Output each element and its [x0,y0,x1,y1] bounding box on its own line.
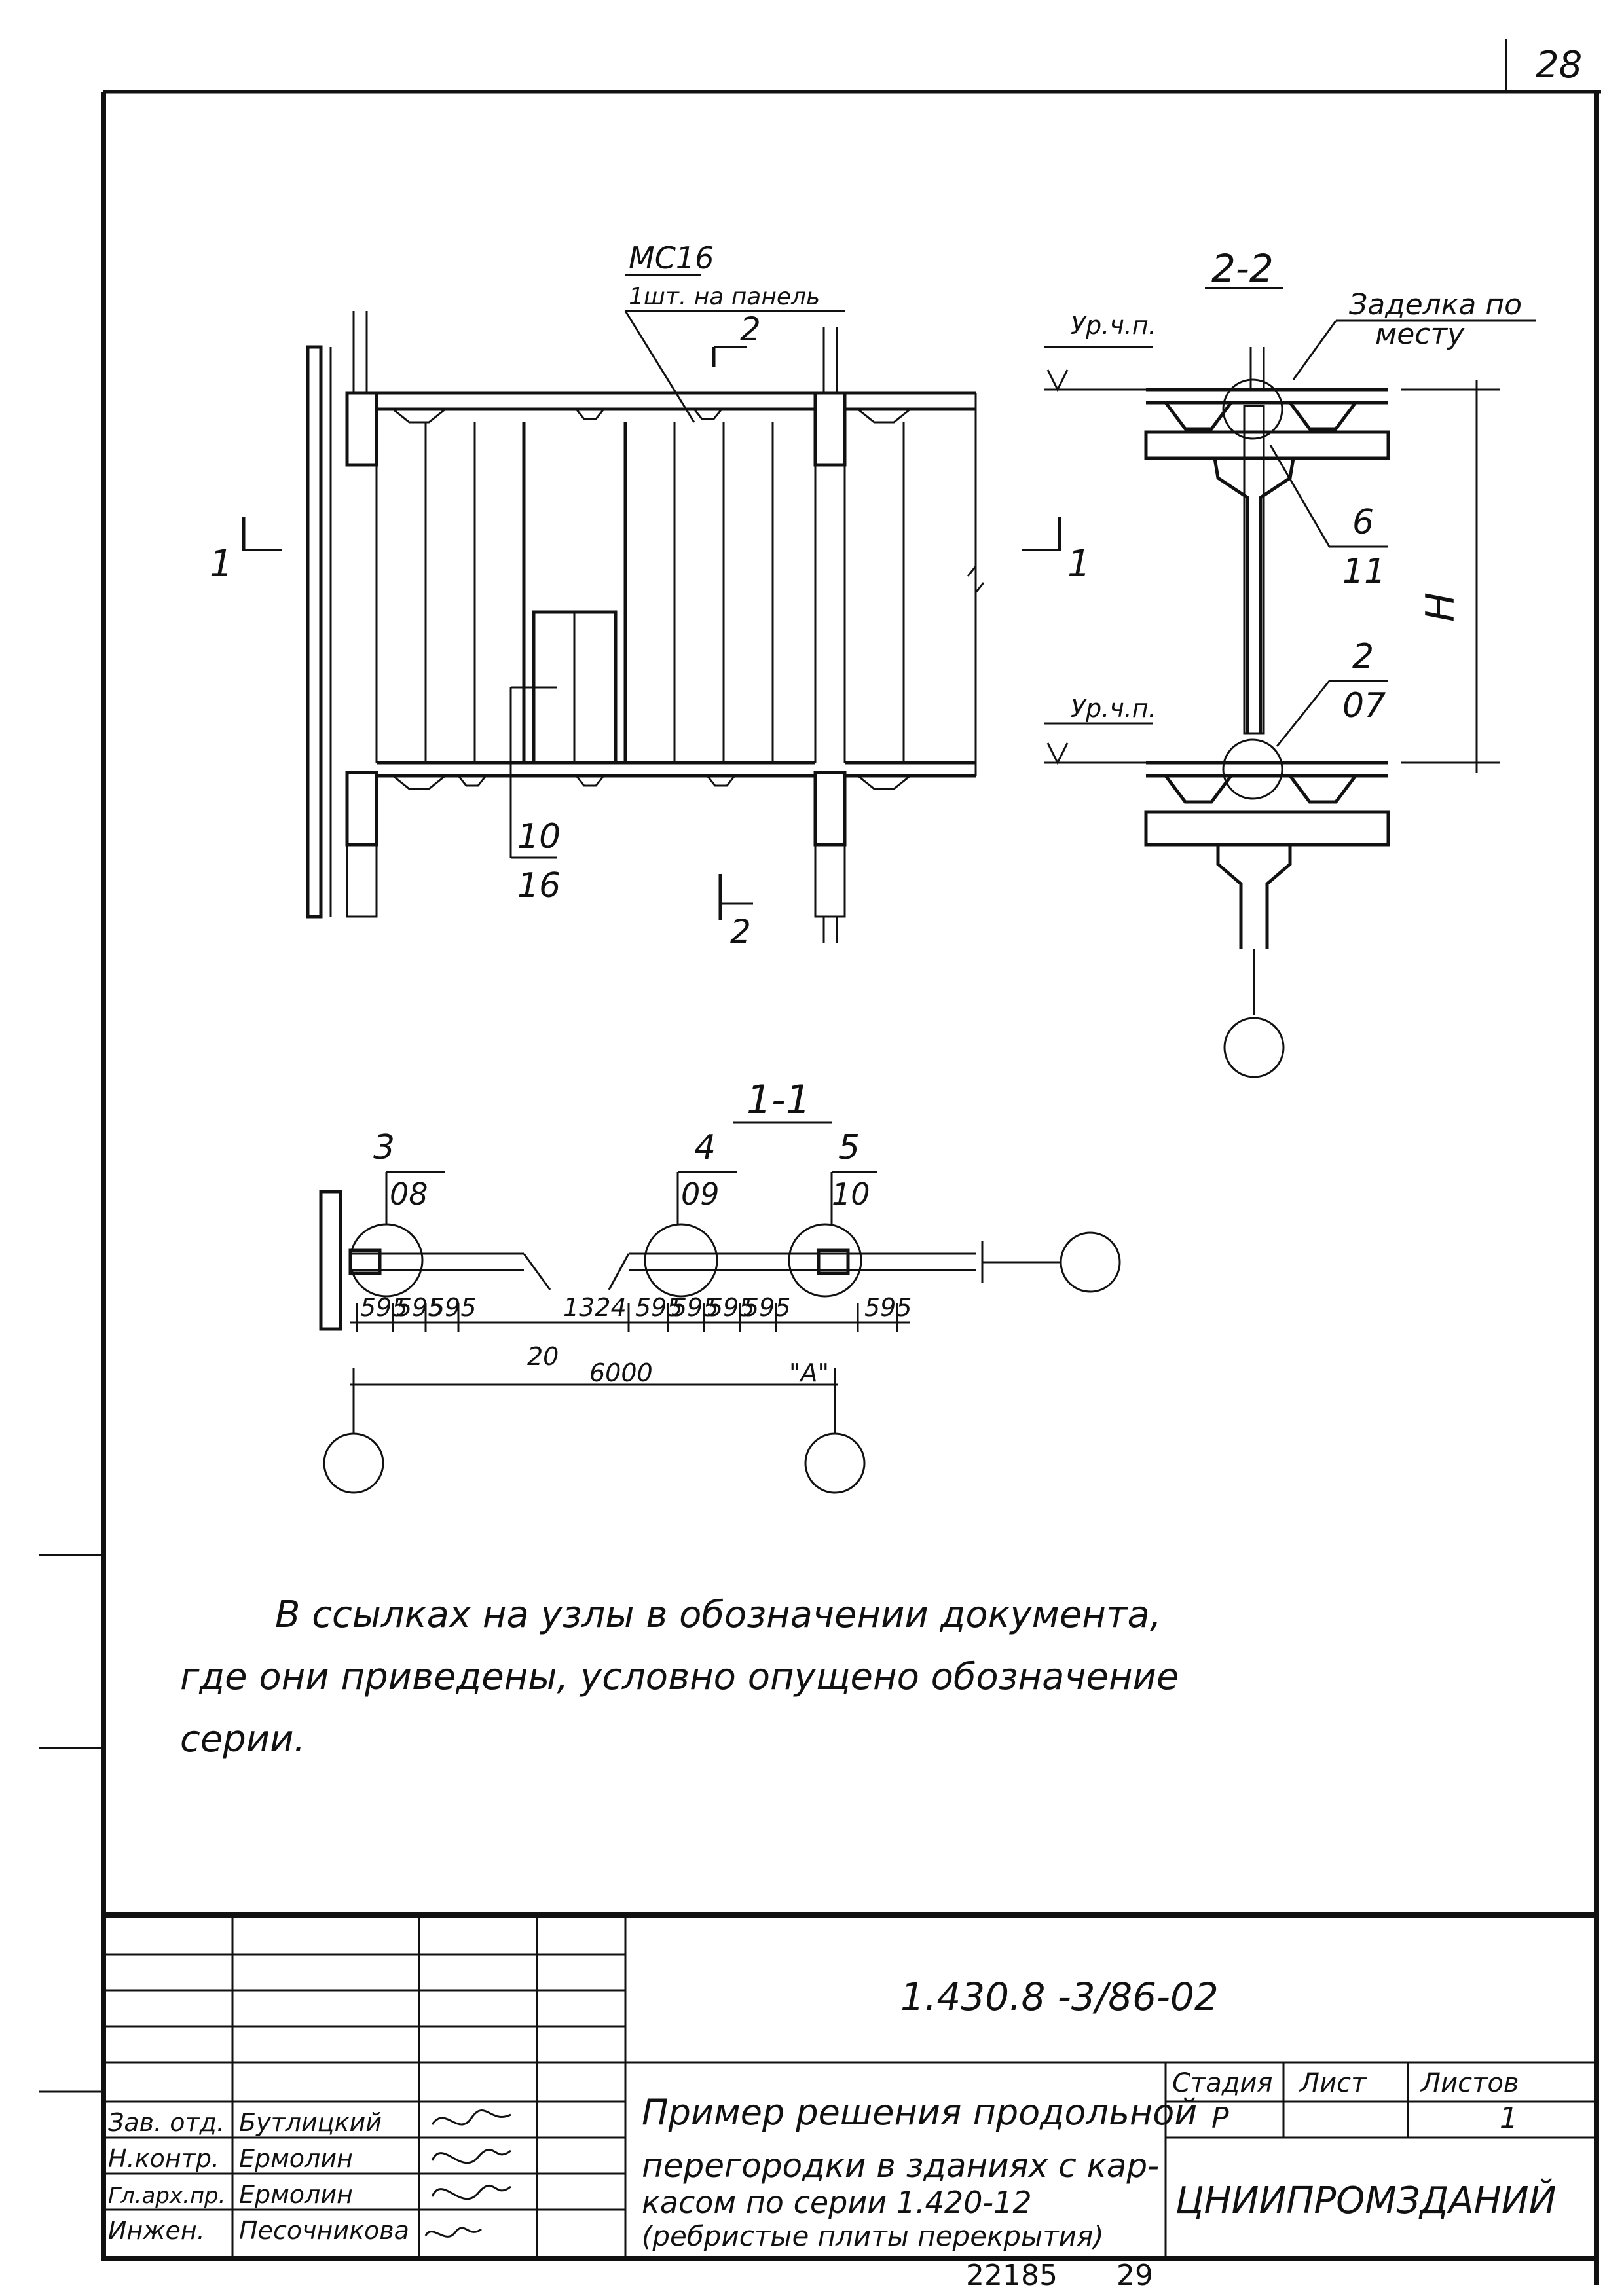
mc-label: МС16 [629,240,714,276]
name-1: Бутлицкий [239,2108,382,2137]
role-4: Инжен. [108,2216,205,2245]
section-1-1-title: 1-1 [747,1077,811,1123]
node-1-b: 08 [390,1176,428,1212]
title-line-1: Пример решения продольной [642,2092,1197,2133]
node-1-a: 3 [373,1128,395,1167]
sheets-value: 1 [1500,2102,1518,2135]
section-2-2-note-2: месту [1375,318,1465,351]
stage-value: Р [1211,2102,1229,2135]
title-line-3: касом по серии 1.420-12 [642,2185,1032,2220]
dim-label: 595 [671,1293,719,1322]
axis-circle-section [1223,1017,1285,1078]
dim-label: 595 [707,1293,755,1322]
partition-elevation [306,311,985,943]
signature [424,2109,511,2238]
dim-label: 595 [635,1293,683,1322]
dim-total: 6000 [589,1358,653,1387]
role-3: Гл.арх.пр. [108,2183,225,2209]
dim-label: 595 [396,1293,444,1322]
section-2-2: 2-2 Заделка по месту Ур.ч.п. Ур.ч.п. [1044,246,1536,1078]
dim-label: 595 [743,1293,791,1322]
section-mark-1-left: 1 [210,543,233,585]
dim-label: 1324 [563,1293,627,1322]
axis-circle-center [804,1432,866,1494]
title-line-4: (ребристые плиты перекрытия) [642,2220,1104,2252]
node-bottom-b: 07 [1342,686,1386,725]
height-dim: H [1418,592,1464,622]
name-2: Ермолин [239,2144,353,2173]
title-block: 1.430.8 -3/86-02 Пример решения продольн… [101,1912,1599,2292]
level-bottom: Ур.ч.п. [1071,694,1156,723]
section-mark-2-bottom: 2 [730,913,751,951]
general-note: В ссылках на узлы в обозначении документ… [180,1594,1179,1760]
node-bottom-a: 2 [1352,637,1374,676]
archive-sheet: 29 [1116,2259,1153,2292]
mc-note: 1шт. на панель [629,283,820,310]
node-2-b: 09 [681,1176,720,1212]
note-line-3: серии. [180,1718,305,1760]
axis-circle-right [1060,1231,1121,1293]
node-top-b: 11 [1342,552,1386,591]
elevation-callout-top: 10 [517,817,561,856]
axis-label-a: "А" [789,1358,829,1387]
axis-circle-left [323,1432,384,1494]
page-number: 28 [1536,44,1582,86]
dim-gap: 20 [527,1342,559,1371]
elevation-callout-bottom: 16 [517,866,561,905]
level-top: Ур.ч.п. [1071,311,1156,340]
document-code: 1.430.8 -3/86-02 [900,1975,1219,2019]
dim-label: 595 [864,1293,912,1322]
name-4: Песочникова [239,2216,409,2245]
dim-label: 595 [360,1293,408,1322]
sheets-header: Листов [1420,2068,1519,2098]
role-2: Н.контр. [108,2144,219,2173]
dim-label: 595 [429,1293,477,1322]
title-line-2: перегородки в зданиях с кар- [642,2147,1159,2185]
note-line-2: где они приведены, условно опущено обозн… [180,1656,1179,1698]
node-top-a: 6 [1352,503,1374,542]
node-3-b: 10 [832,1176,870,1212]
section-2-2-title: 2-2 [1211,246,1274,291]
organization: ЦНИИПРОМЗДАНИЙ [1175,2179,1557,2222]
node-2-a: 4 [694,1128,716,1167]
name-3: Ермолин [239,2180,353,2209]
elevation-annotations: МС16 1шт. на панель 1 1 2 2 10 16 [210,240,1091,951]
stage-header: Стадия [1172,2068,1272,2098]
section-mark-1-right: 1 [1067,543,1091,585]
sheet-frame: 28 [39,39,1601,2285]
node-3-a: 5 [838,1128,860,1167]
note-line-1: В ссылках на узлы в обозначении документ… [275,1594,1162,1636]
role-1: Зав. отд. [108,2108,225,2137]
section-2-2-note-1: Заделка по [1349,288,1522,321]
archive-number: 22185 [966,2259,1058,2292]
sheet-header: Лист [1299,2068,1367,2098]
section-mark-2-top: 2 [740,310,761,348]
